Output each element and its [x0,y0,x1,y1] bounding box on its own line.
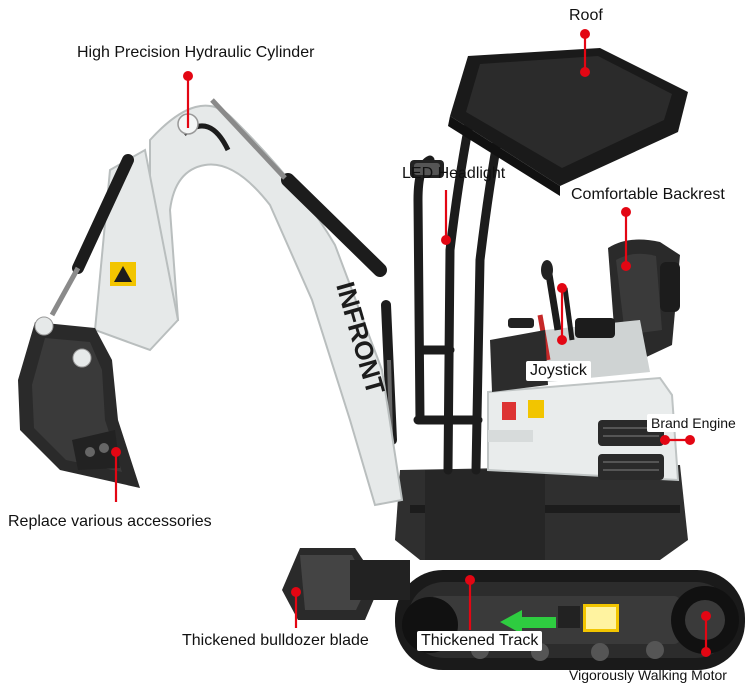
engine-housing [487,376,680,482]
label-bulldozer-blade: Thickened bulldozer blade [182,632,369,649]
dipper-arm [49,148,180,352]
label-comfortable-backrest: Comfortable Backrest [571,186,725,203]
bulldozer-blade [282,548,410,620]
roof-canopy [448,48,688,196]
label-led-headlight: LED Headlight [402,165,506,182]
label-thickened-track: Thickened Track [417,631,543,651]
label-joystick: Joystick [526,361,591,381]
hydraulic-cylinder [210,98,387,277]
label-walking-motor: Vigorously Walking Motor [569,667,727,683]
label-replace-accessories: Replace various accessories [8,513,212,530]
annotation-markers [111,29,711,657]
label-brand-engine: Brand Engine [647,414,740,432]
lower-body [395,465,688,560]
green-arrow-icon [500,610,556,634]
led-headlight [410,160,444,178]
bucket [18,316,140,488]
label-hydraulic-cylinder: High Precision Hydraulic Cylinder [77,44,315,61]
label-roof: Roof [569,7,603,24]
track-assembly [395,570,745,670]
